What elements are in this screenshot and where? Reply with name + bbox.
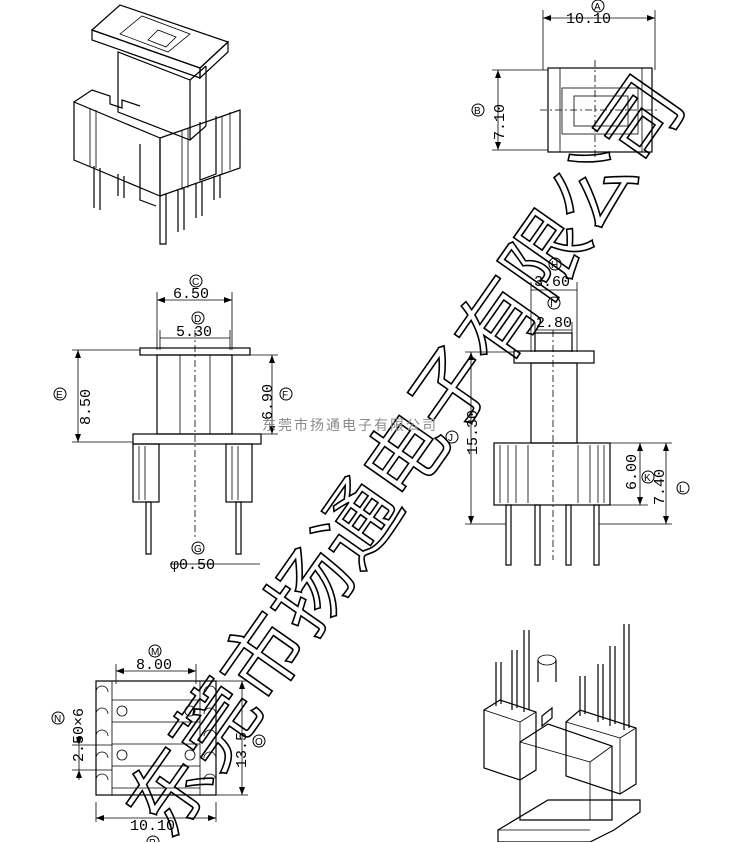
dim-g-value: φ0.50: [170, 557, 215, 574]
dim-b-tag: B: [474, 106, 481, 117]
dim-i-tag: I: [550, 299, 553, 310]
dim-a-marker: [591, 0, 605, 13]
dim-j-tag: J: [448, 433, 453, 444]
dim-n-tag: N: [54, 714, 61, 725]
dim-m-tag: M: [151, 647, 159, 658]
dim-i-value: 2.80: [536, 315, 572, 332]
dim-k-marker: [641, 470, 655, 484]
dim-b-marker: [471, 103, 485, 117]
dim-d-tag: D: [194, 314, 201, 325]
dim-c-marker: [189, 274, 203, 288]
watermark: 东莞市扬通电子有限公司 东莞市扬通电子有限公司: [108, 59, 705, 842]
dim-l-value: 7.40: [652, 469, 669, 505]
dim-j-value: 15.30: [465, 410, 482, 455]
dim-a-tag: A: [594, 2, 601, 13]
dim-e-tag: E: [56, 390, 63, 401]
dim-o-value: 13.5: [234, 732, 251, 768]
dim-j-marker: [445, 430, 459, 444]
dim-d-marker: [191, 311, 205, 325]
dim-f-value: 6.90: [260, 384, 277, 420]
dim-o-tag: O: [255, 737, 263, 748]
dim-b-value: 7.10: [492, 104, 509, 140]
front-view: 6.50 C 5.30 D 8.50 E 6.90: [53, 274, 293, 574]
dim-p-tag: P: [149, 838, 156, 842]
top-view: 10.10 A 7.10 B: [471, 0, 660, 160]
dim-e-value: 8.50: [78, 389, 95, 425]
dim-a-value: 10.10: [566, 11, 611, 28]
dim-d-value: 5.30: [176, 324, 212, 341]
dim-p-marker: [146, 835, 160, 842]
dim-h-value: 3.60: [534, 274, 570, 291]
bottom-view: 8.00 M 10.10 P 2.50×6 N: [51, 644, 266, 842]
dim-h-marker: [548, 257, 562, 271]
dim-g-marker: [191, 541, 205, 555]
dim-f-marker: [279, 387, 293, 401]
dim-p-value: 10.10: [130, 818, 175, 835]
dim-i-marker: [547, 296, 561, 310]
dim-k-value: 6.00: [624, 454, 641, 490]
dim-g-tag: G: [194, 544, 202, 555]
dim-m-value: 8.00: [136, 657, 172, 674]
dim-f-tag: F: [282, 390, 288, 401]
dim-h-tag: H: [551, 260, 558, 271]
dim-m-marker: [148, 644, 162, 658]
isometric-view-top: [73, 4, 241, 245]
dim-l-marker: [676, 481, 690, 495]
watermark-large: 东莞市扬通电子有限公司: [109, 60, 704, 842]
isometric-view-bottom: [483, 624, 641, 842]
watermark-small: 东莞市扬通电子有限公司: [262, 417, 438, 434]
dim-o-marker: [252, 734, 266, 748]
side-view: 3.60 H 2.80 I 15.30 J: [445, 257, 690, 566]
dim-l-tag: L: [679, 484, 685, 495]
dim-e-marker: [53, 387, 67, 401]
dim-k-tag: K: [644, 473, 651, 484]
dim-c-value: 6.50: [173, 286, 209, 303]
dim-n-value: 2.50×6: [71, 708, 88, 762]
dim-c-tag: C: [192, 277, 199, 288]
dim-n-marker: [51, 711, 65, 725]
